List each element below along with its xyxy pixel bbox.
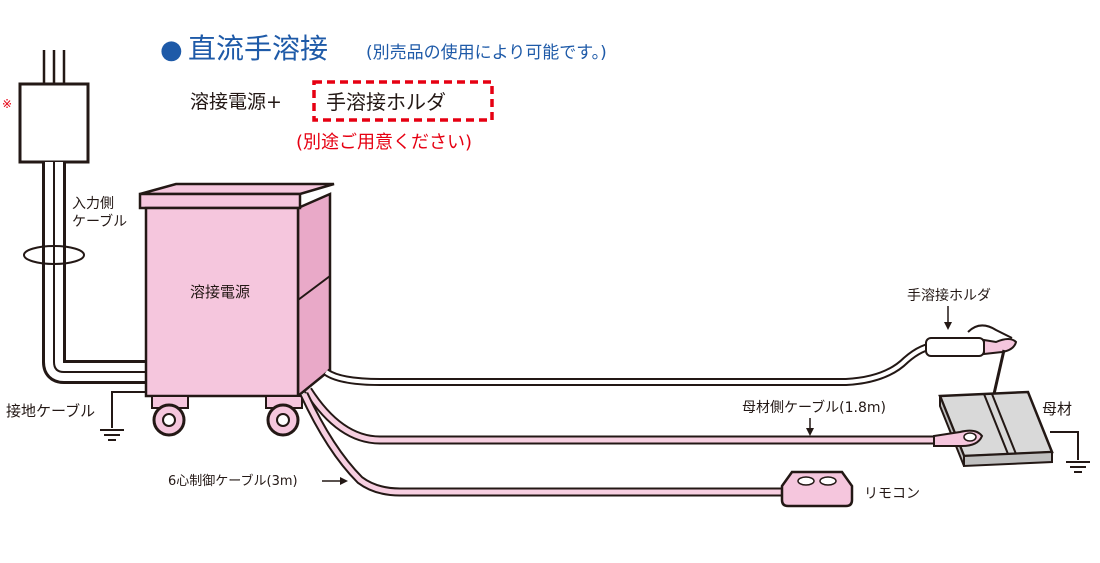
input-cable-center	[53, 162, 150, 373]
base-cable	[305, 388, 940, 443]
base-cable-arrow	[806, 428, 814, 436]
formula-note: (別途ご用意ください)	[296, 132, 472, 153]
holder-cable	[324, 344, 937, 384]
title-bullet: ●	[160, 35, 183, 65]
remote-knob-right	[819, 476, 837, 486]
hand-holder-label: 手溶接ホルダ	[907, 287, 991, 304]
holder-lever	[967, 324, 1013, 339]
control-cable-arrow-head	[340, 477, 348, 485]
input-cable-label-2: ケーブル	[72, 213, 127, 230]
holder-jaw	[983, 338, 1018, 356]
holder-cable-outline	[323, 342, 937, 386]
input-cable-outline	[42, 162, 150, 384]
caster-right-hub	[276, 413, 290, 427]
formula-boxed: 手溶接ホルダ	[326, 90, 446, 114]
base-metal-label: 母材	[1042, 400, 1072, 418]
optional-item-box	[312, 80, 494, 122]
hand-holder-arrow	[944, 322, 952, 330]
base-ground-wire	[1050, 431, 1079, 460]
note-mark: ※	[2, 97, 12, 111]
machine-body	[144, 206, 300, 398]
remote-label: リモコン	[864, 486, 920, 502]
ground-cable-label: 接地ケーブル	[6, 402, 95, 420]
weld-seam-1	[983, 393, 1009, 455]
ground-wire	[111, 391, 146, 428]
title: 直流手溶接	[188, 32, 328, 65]
caster-left-hub	[162, 413, 176, 427]
machine-lid	[138, 192, 302, 210]
control-cable-label: 6心制御ケーブル(3m)	[168, 473, 298, 489]
machine-side-seam	[297, 275, 331, 301]
ground-clamp-bolt	[963, 432, 977, 442]
control-cable	[301, 392, 790, 495]
cable-loop-mark	[23, 245, 85, 265]
remote-control	[780, 470, 854, 508]
remote-knob-left	[797, 476, 815, 486]
weld-seam-2	[991, 393, 1017, 455]
machine-top	[139, 182, 335, 196]
title-note: (別売品の使用により可能です。)	[366, 42, 607, 63]
input-cable-label-1: 入力側	[72, 196, 114, 212]
machine-side	[296, 192, 332, 399]
base-metal-front	[963, 450, 1053, 468]
power-source-label: 溶接電源	[190, 283, 250, 301]
distribution-box	[18, 82, 90, 164]
electrode-rod	[992, 349, 1006, 395]
formula-left: 溶接電源+	[190, 91, 282, 113]
input-cable	[45, 162, 150, 381]
base-cable-label: 母材側ケーブル(1.8m)	[742, 399, 886, 416]
holder-grip	[925, 337, 985, 357]
